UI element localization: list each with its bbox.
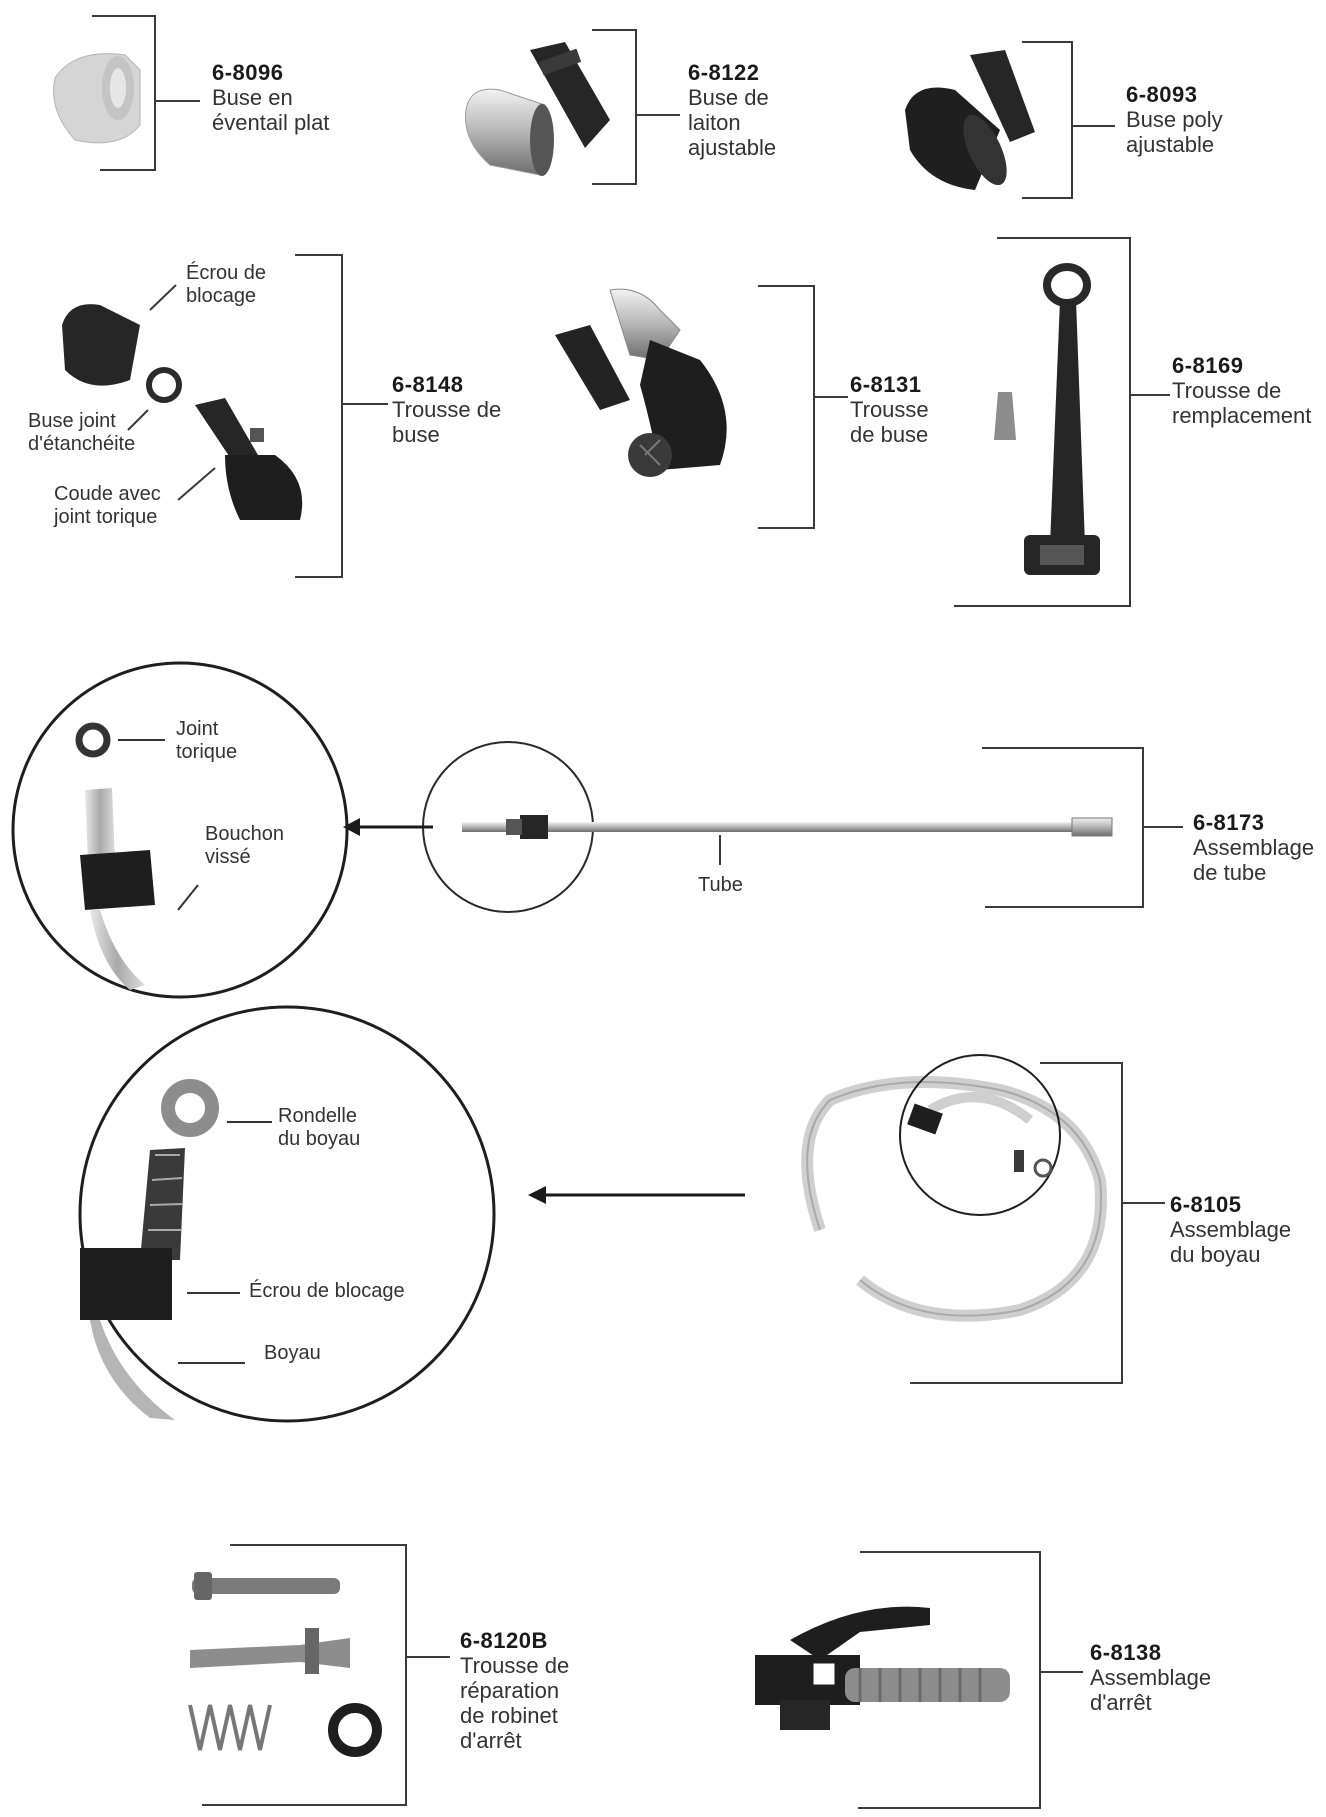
callout-line: Buse joint	[28, 410, 116, 432]
callout-bouchon: Bouchon vissé	[205, 823, 284, 869]
part-desc-line: Trousse de	[392, 397, 502, 422]
part-number: 6-8093	[1126, 82, 1198, 107]
callout-line: joint torique	[54, 506, 158, 528]
callout-buse-joint: Buse joint d'étanchéite	[28, 410, 135, 456]
part-desc-line: éventail plat	[212, 110, 330, 135]
part-label-6-8105: 6-8105 Assemblage du boyau	[1170, 1192, 1291, 1267]
part-label-6-8120B: 6-8120B Trousse de réparation de robinet…	[460, 1628, 569, 1753]
callout-line: blocage	[186, 285, 257, 307]
callout-line: vissé	[205, 846, 251, 868]
part-label-6-8093: 6-8093 Buse poly ajustable	[1126, 82, 1223, 157]
part-label-6-8173: 6-8173 Assemblage de tube	[1193, 810, 1314, 885]
part-number: 6-8173	[1193, 810, 1265, 835]
callout-joint-torique: Joint torique	[176, 718, 237, 764]
part-desc-line: Assemblage	[1170, 1217, 1292, 1242]
callout-boyau: Boyau	[264, 1342, 321, 1364]
bracket-6-8105	[910, 1062, 1165, 1384]
part-number: 6-8122	[688, 60, 760, 85]
part-label-6-8131: 6-8131 Trousse de buse	[850, 372, 929, 447]
flat-fan-nozzle-icon	[53, 53, 141, 144]
part-number: 6-8131	[850, 372, 922, 397]
nozzle-kit-icon	[62, 304, 303, 520]
callout-line: Écrou de	[186, 262, 267, 284]
callout-lines-6-8173	[719, 747, 1183, 908]
part-label-6-8138: 6-8138 Assemblage d'arrêt	[1090, 1640, 1211, 1715]
valve-repair-kit-icon	[188, 1572, 382, 1757]
callout-line: d'étanchéite	[28, 433, 136, 455]
part-desc-line: de buse	[850, 422, 929, 447]
part-desc-line: réparation	[460, 1678, 560, 1703]
part-number: 6-8120B	[460, 1628, 548, 1653]
shutoff-handle-icon	[755, 1606, 1010, 1730]
part-desc-line: du boyau	[1170, 1242, 1261, 1267]
part-label-6-8122: 6-8122 Buse de laiton ajustable	[688, 60, 776, 160]
part-desc-line: Assemblage	[1090, 1665, 1212, 1690]
bracket-6-8131	[758, 285, 848, 529]
bracket-6-8138	[858, 1551, 1083, 1809]
wand-tube-icon	[422, 741, 1113, 913]
callout-ecrou-blocage: Écrou de blocage	[186, 262, 266, 308]
part-desc-line: ajustable	[688, 135, 777, 160]
part-number: 6-8169	[1172, 353, 1244, 378]
callout-line: Coude avec	[54, 483, 161, 505]
bracket-6-8169	[954, 237, 1170, 607]
callout-tube: Tube	[698, 874, 743, 896]
detail-circle-hose-end	[78, 1005, 496, 1423]
callout-line: du boyau	[278, 1128, 361, 1150]
arrow-to-detail-1	[343, 818, 433, 836]
callout-lines-6-8148	[127, 254, 388, 578]
arrow-to-detail-2	[528, 1186, 745, 1204]
part-desc-line: ajustable	[1126, 132, 1215, 157]
bracket-6-8093	[1022, 41, 1115, 199]
elbow-kit-icon	[555, 288, 727, 477]
part-number: 6-8138	[1090, 1640, 1162, 1665]
part-desc-line: laiton	[688, 110, 741, 135]
part-desc-line: d'arrêt	[1090, 1690, 1152, 1715]
callout-rondelle: Rondelle du boyau	[278, 1105, 360, 1151]
part-desc-line: d'arrêt	[460, 1728, 522, 1753]
part-number: 6-8105	[1170, 1192, 1242, 1217]
part-desc-line: Trousse de	[1172, 378, 1282, 403]
callout-line: Bouchon	[205, 823, 284, 845]
part-desc-line: Buse poly	[1126, 107, 1223, 132]
part-desc-line: Buse de	[688, 85, 769, 110]
part-desc-line: Assemblage	[1193, 835, 1315, 860]
part-desc-line: Trousse de	[460, 1653, 570, 1678]
callout-line: Rondelle	[278, 1105, 357, 1127]
bracket-6-8120B	[202, 1544, 450, 1806]
part-desc-line: de robinet	[460, 1703, 558, 1728]
brass-nozzle-icon	[465, 42, 610, 176]
callout-line: torique	[176, 741, 238, 763]
part-desc-line: de tube	[1193, 860, 1267, 885]
bracket-6-8122	[592, 29, 680, 185]
part-label-6-8148: 6-8148 Trousse de buse	[392, 372, 501, 447]
bracket-6-8096	[92, 15, 200, 171]
part-label-6-8169: 6-8169 Trousse de remplacement	[1172, 353, 1311, 428]
poly-nozzle-icon	[905, 50, 1035, 190]
part-number: 6-8096	[212, 60, 284, 85]
part-desc-line: Buse en	[212, 85, 293, 110]
wrench-kit-icon	[994, 263, 1100, 575]
part-desc-line: buse	[392, 422, 440, 447]
callout-ecrou-blocage-2: Écrou de blocage	[249, 1280, 405, 1302]
part-label-6-8096: 6-8096 Buse en éventail plat	[212, 60, 329, 135]
detail-circle-tube-end	[11, 661, 349, 999]
part-desc-line: remplacement	[1172, 403, 1312, 428]
callout-line: Joint	[176, 718, 219, 740]
part-number: 6-8148	[392, 372, 464, 397]
part-desc-line: Trousse	[850, 397, 929, 422]
callout-coude: Coude avec joint torique	[54, 483, 161, 529]
hose-assembly-icon	[801, 1054, 1107, 1322]
